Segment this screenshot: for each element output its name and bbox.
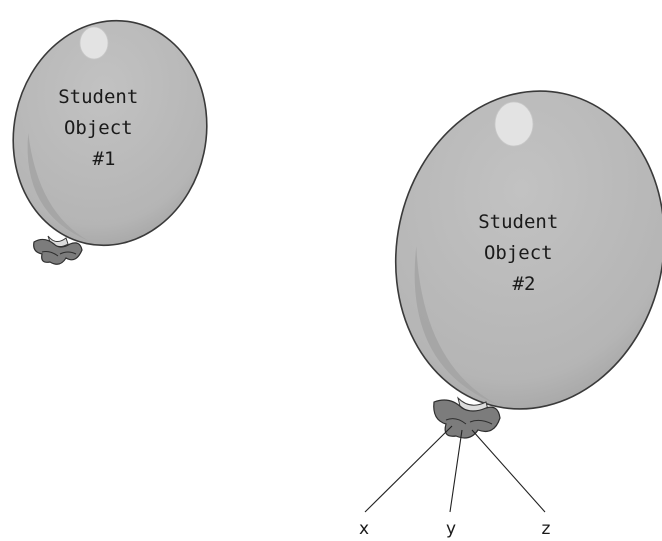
svg-text:Student Object #2: Student Object #2 bbox=[478, 211, 570, 295]
string-y bbox=[449, 429, 463, 513]
balloon-2-line-2: Object bbox=[484, 242, 553, 264]
balloon-1-knot-icon bbox=[33, 235, 83, 265]
string-x bbox=[364, 425, 453, 513]
balloon-1-shade bbox=[27, 132, 90, 242]
reference-label-x: x bbox=[359, 519, 369, 539]
balloon-2-highlight-icon bbox=[494, 101, 534, 147]
balloon-2-line-1: Student bbox=[478, 211, 558, 233]
balloon-2-shade bbox=[414, 246, 498, 405]
balloon-student-object-2: Student Object #2 x y z bbox=[359, 90, 662, 539]
balloon-1-line-3: #1 bbox=[93, 148, 116, 170]
balloon-2-body bbox=[394, 90, 662, 410]
string-z bbox=[471, 429, 546, 513]
reference-label-z: z bbox=[542, 519, 551, 539]
balloon-student-object-1: Student Object #1 bbox=[12, 19, 208, 265]
balloon-2-knot-icon bbox=[433, 396, 501, 439]
balloon-2-line-3: #2 bbox=[513, 273, 536, 295]
balloon-1-body bbox=[12, 19, 208, 247]
balloon-1-line-1: Student bbox=[58, 86, 138, 108]
balloon-1-highlight-icon bbox=[79, 26, 109, 60]
reference-label-y: y bbox=[446, 519, 456, 539]
balloon-1-line-2: Object bbox=[64, 117, 133, 139]
svg-text:Student Object #1: Student Object #1 bbox=[58, 86, 150, 170]
